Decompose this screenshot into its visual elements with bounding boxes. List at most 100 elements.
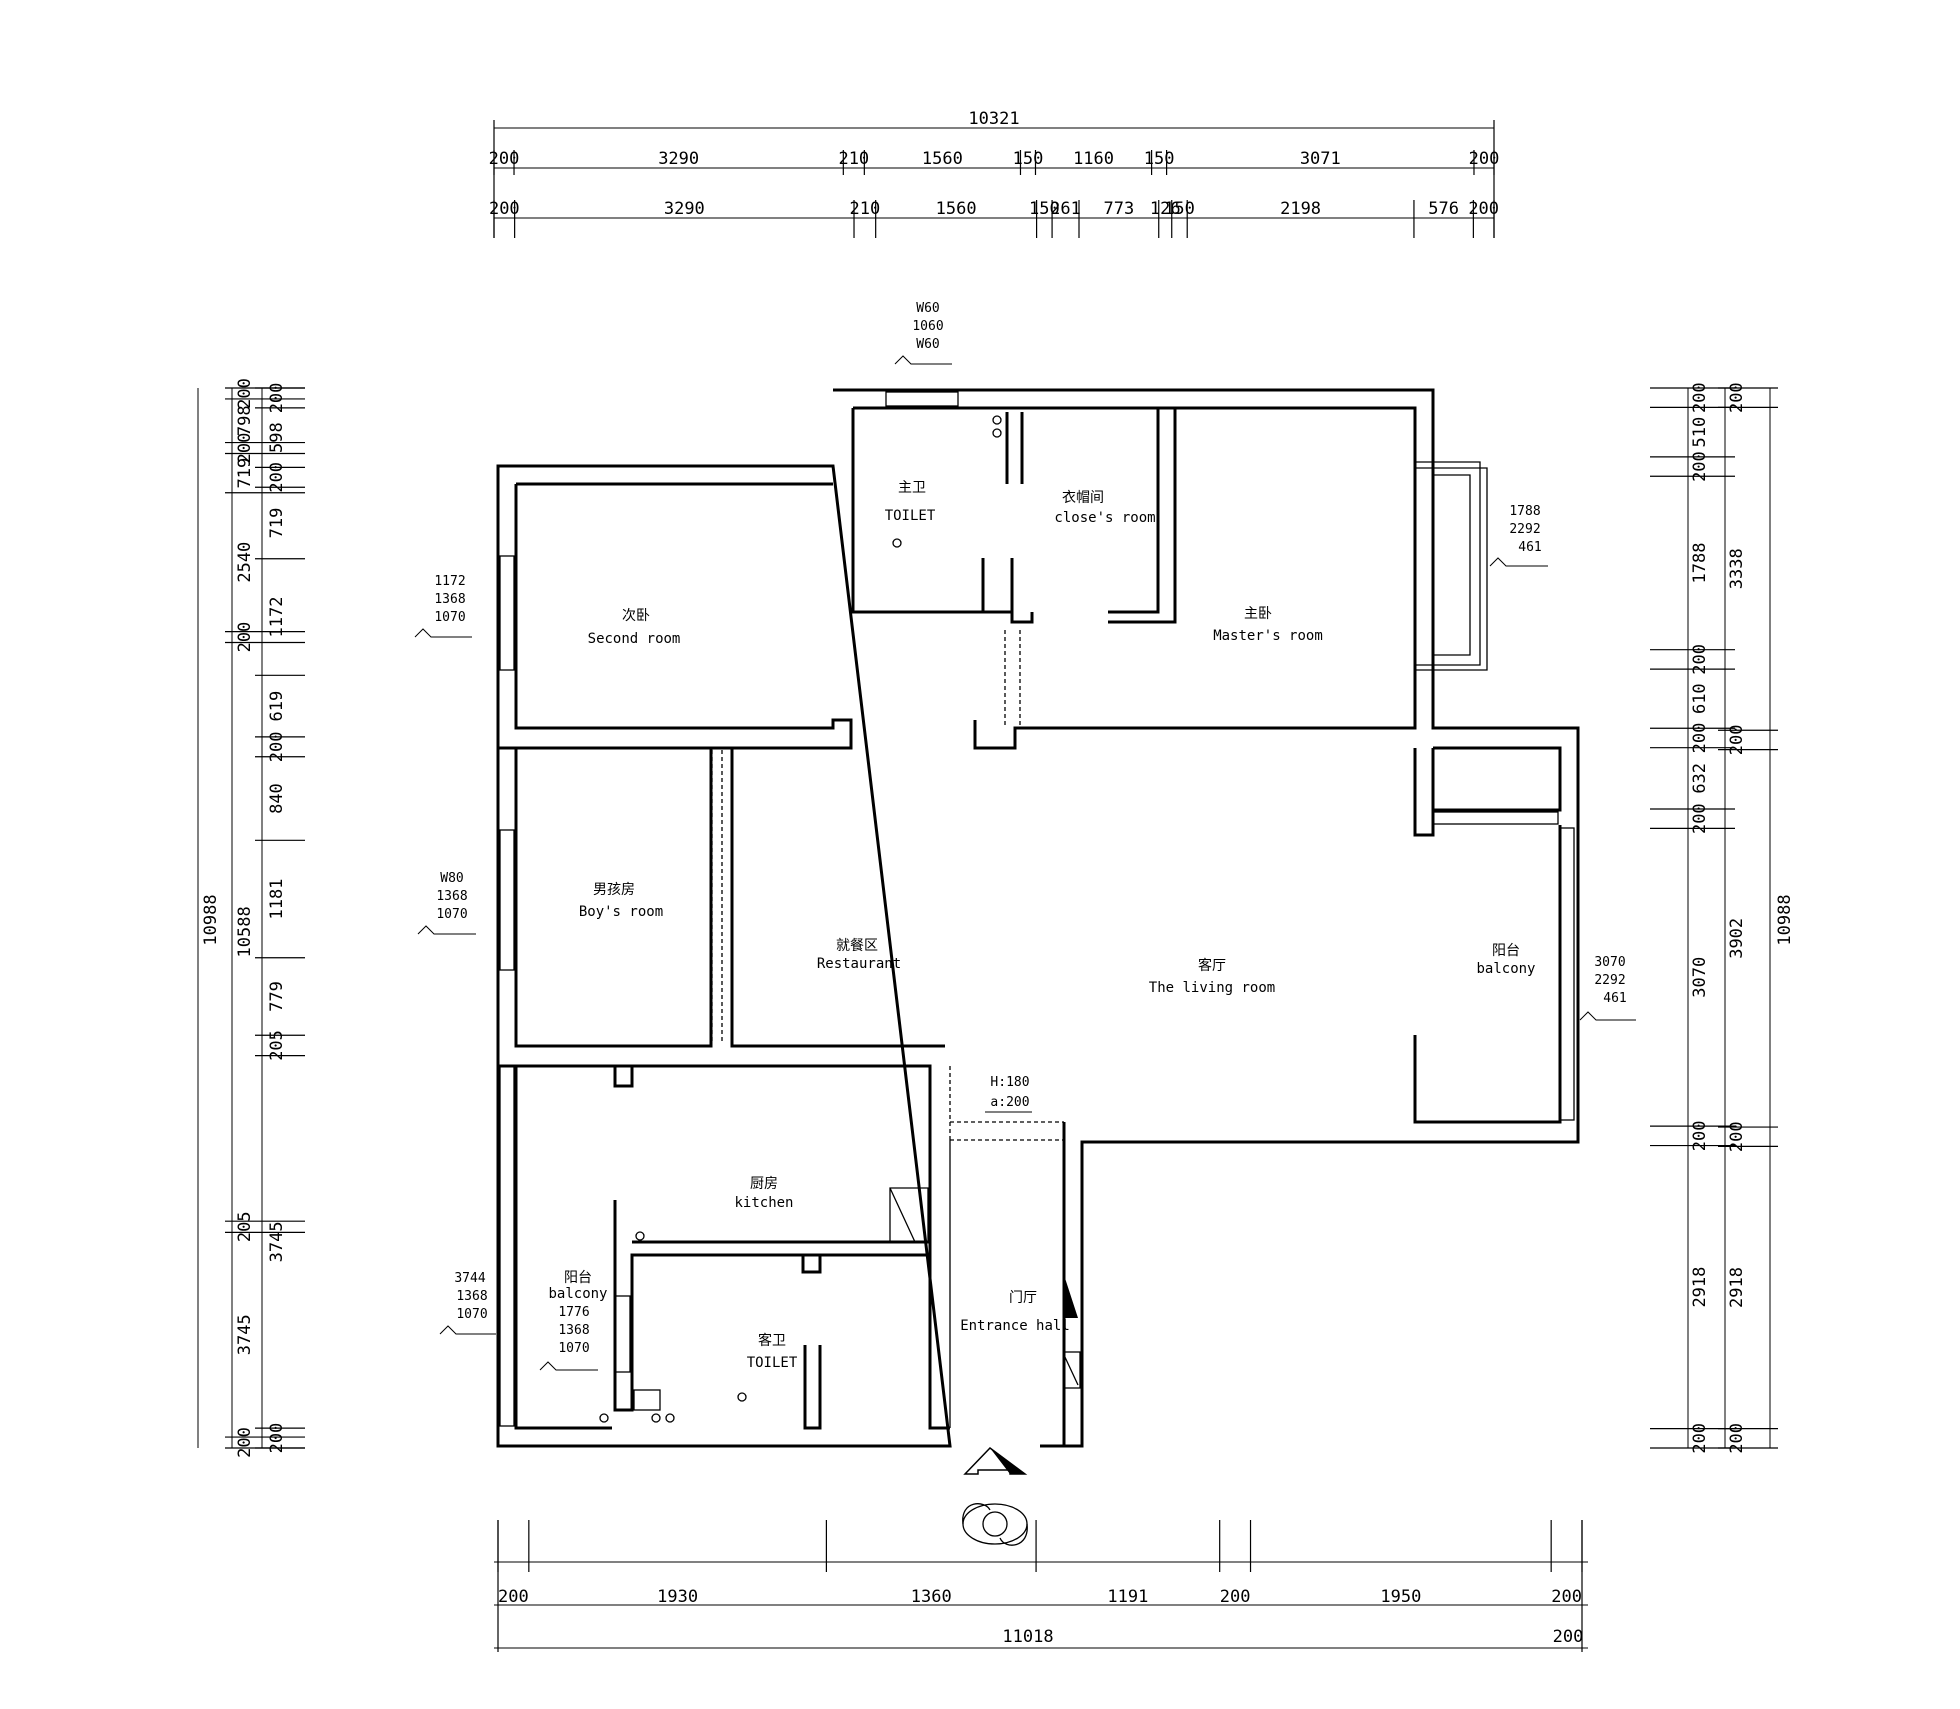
room-labels: 主卫 TOILET 衣帽间 close's room 主卧 Master's r… xyxy=(548,480,1535,1371)
dim-label: 200 xyxy=(267,731,287,762)
svg-text:1172: 1172 xyxy=(434,574,465,589)
svg-text:客卫: 客卫 xyxy=(758,1332,786,1349)
dim-label: 200 xyxy=(1469,149,1500,169)
dim-label: 773 xyxy=(1104,199,1135,219)
note-balcony-inner: 1776 1368 1070 xyxy=(539,1305,598,1371)
svg-text:TOILET: TOILET xyxy=(885,508,936,524)
svg-text:男孩房: 男孩房 xyxy=(593,882,635,898)
dim-label: 200 xyxy=(235,433,255,464)
dim-label: 200 xyxy=(1727,382,1747,413)
window-annotations: W60 1060 W60 1788 2292 461 1172 1368 107… xyxy=(414,301,1636,1371)
dim-label: 150 xyxy=(1029,199,1060,219)
dim-label: 3745 xyxy=(235,1314,255,1355)
dim-label: 840 xyxy=(267,783,287,814)
dim-label: 10588 xyxy=(235,906,255,957)
dim-label: 1560 xyxy=(936,199,977,219)
room-label-closet: 衣帽间 close's room xyxy=(1054,490,1155,526)
note-door: H:180 a:200 xyxy=(985,1075,1032,1113)
svg-text:TOILET: TOILET xyxy=(747,1355,798,1371)
room-label-second-room: 次卧 Second room xyxy=(588,608,681,647)
svg-text:1368: 1368 xyxy=(558,1323,589,1338)
note-master-bay: 1788 2292 461 xyxy=(1489,504,1548,567)
dim-label: 719 xyxy=(267,508,287,539)
dim-label: 150 xyxy=(1144,149,1175,169)
dim-label: 632 xyxy=(1690,763,1710,794)
windows xyxy=(499,391,1575,1427)
svg-text:461: 461 xyxy=(1518,540,1541,555)
dim-label: 610 xyxy=(1690,683,1710,714)
dim-label: 200 xyxy=(1690,451,1710,482)
svg-text:Restaurant: Restaurant xyxy=(817,956,901,972)
svg-text:kitchen: kitchen xyxy=(734,1195,793,1211)
dim-label: 200 xyxy=(1220,1587,1251,1607)
dim-label: 2918 xyxy=(1727,1267,1747,1308)
bottom-extra-dim: 200 xyxy=(1553,1627,1584,1647)
svg-text:balcony: balcony xyxy=(1476,961,1535,977)
dim-label: 210 xyxy=(849,199,880,219)
room-label-balcony-left: 阳台 balcony xyxy=(548,1270,607,1302)
dim-label: 200 xyxy=(489,199,520,219)
svg-text:461: 461 xyxy=(1603,991,1626,1006)
room-label-master-toilet: 主卫 TOILET xyxy=(885,480,936,524)
dim-label: 719 xyxy=(235,458,255,489)
svg-text:1776: 1776 xyxy=(558,1305,589,1320)
dim-label: 150 xyxy=(1013,149,1044,169)
svg-text:3744: 3744 xyxy=(454,1271,485,1286)
dim-label: 200 xyxy=(1727,1121,1747,1152)
dim-label: 150 xyxy=(1164,199,1195,219)
fixtures xyxy=(599,415,1081,1423)
walls xyxy=(496,388,1580,1448)
svg-text:H:180: H:180 xyxy=(990,1075,1029,1090)
dim-label: 619 xyxy=(267,691,287,722)
dim-label: 3338 xyxy=(1727,548,1747,589)
svg-text:1788: 1788 xyxy=(1509,504,1540,519)
room-label-kitchen: 厨房 kitchen xyxy=(734,1176,793,1211)
svg-text:balcony: balcony xyxy=(548,1286,607,1302)
dim-label: 2540 xyxy=(235,542,255,583)
svg-text:W60: W60 xyxy=(916,337,939,352)
dim-label: 200 xyxy=(489,149,520,169)
dim-label: 798 xyxy=(235,405,255,436)
room-label-master-room: 主卧 Master's room xyxy=(1213,606,1323,644)
note-second-left: 1172 1368 1070 xyxy=(414,574,472,638)
bottom-total-dim: 11018 xyxy=(1002,1627,1053,1647)
dim-label: 1160 xyxy=(1073,149,1114,169)
dim-label: 205 xyxy=(267,1030,287,1061)
svg-text:客厅: 客厅 xyxy=(1198,957,1226,974)
dim-label: 200 xyxy=(1690,644,1710,675)
dim-label: 200 xyxy=(1690,803,1710,834)
svg-text:衣帽间: 衣帽间 xyxy=(1062,490,1104,506)
dim-label: 200 xyxy=(235,378,255,409)
dim-label: 200 xyxy=(1727,1423,1747,1454)
dim-label: 1191 xyxy=(1107,1587,1148,1607)
svg-text:主卫: 主卫 xyxy=(898,480,926,496)
dim-label: 1181 xyxy=(267,879,287,920)
svg-text:2292: 2292 xyxy=(1594,973,1625,988)
dim-label: 1788 xyxy=(1690,543,1710,584)
dim-label: 598 xyxy=(267,422,287,453)
svg-text:1368: 1368 xyxy=(434,592,465,607)
svg-text:1070: 1070 xyxy=(558,1341,589,1356)
svg-text:阳台: 阳台 xyxy=(564,1270,592,1286)
room-label-guest-toilet: 客卫 TOILET xyxy=(747,1332,798,1371)
dim-label: 3745 xyxy=(267,1221,287,1262)
dim-label: 200 xyxy=(1690,382,1710,413)
svg-text:Master's room: Master's room xyxy=(1213,628,1323,644)
note-top-toilet: W60 1060 W60 xyxy=(894,301,952,365)
dim-label: 200 xyxy=(1690,1423,1710,1454)
svg-text:Entrance hall: Entrance hall xyxy=(960,1318,1070,1334)
dim-label: 3290 xyxy=(664,199,705,219)
svg-text:阳台: 阳台 xyxy=(1492,943,1520,959)
svg-text:1060: 1060 xyxy=(912,319,943,334)
svg-text:2292: 2292 xyxy=(1509,522,1540,537)
dim-label: 576 xyxy=(1428,199,1459,219)
svg-text:1368: 1368 xyxy=(436,889,467,904)
dim-label: 200 xyxy=(267,1423,287,1454)
note-living-right: 3070 2292 461 xyxy=(1579,955,1636,1021)
svg-text:1368: 1368 xyxy=(456,1289,487,1304)
dim-label: 3071 xyxy=(1300,149,1341,169)
dim-label: 200 xyxy=(267,462,287,493)
